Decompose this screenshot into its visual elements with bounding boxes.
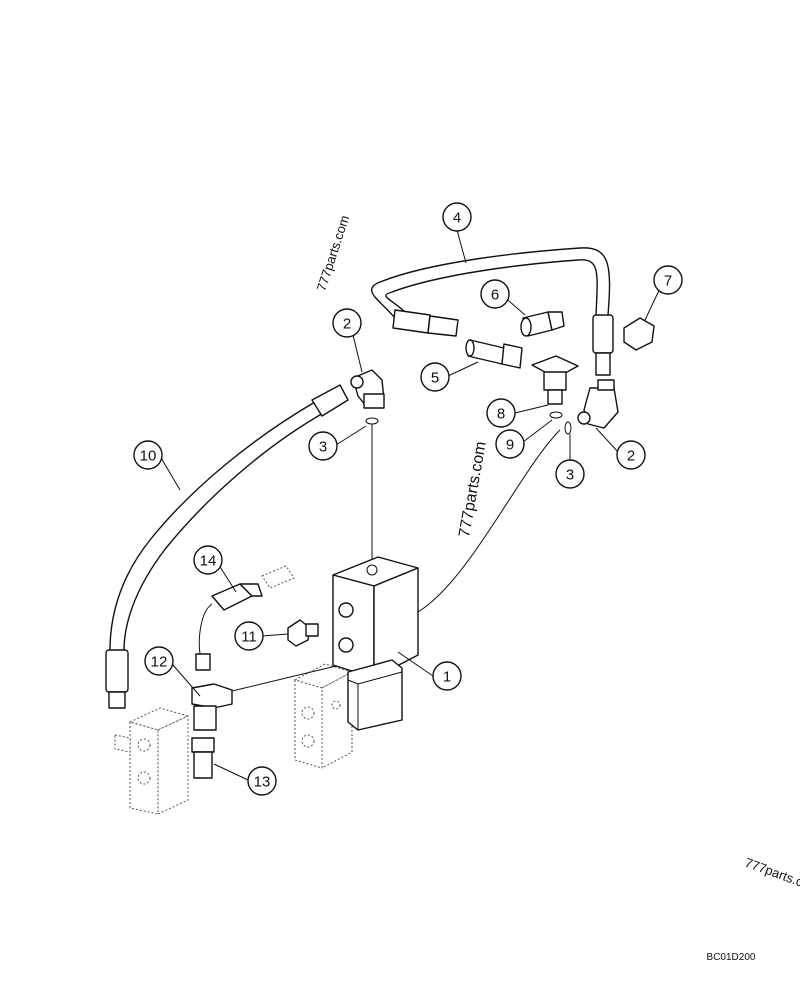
o-ring-9 [549,411,563,419]
valve-block [332,556,419,731]
callout-2-left: 2 [332,308,362,338]
elbow-fitting-2-left [350,369,385,409]
svg-text:13: 13 [254,774,271,791]
svg-text:3: 3 [566,467,574,484]
watermark-top: 777parts.com [314,213,353,293]
svg-text:11: 11 [241,629,257,646]
callout-14: 14 [193,545,223,575]
adapter-6 [520,311,565,337]
svg-text:5: 5 [431,370,439,387]
o-ring-3-right [564,421,572,435]
svg-text:10: 10 [140,448,157,465]
svg-text:3: 3 [319,439,327,456]
callout-4: 4 [442,202,472,232]
watermark-bottom-right: 777parts.com [743,855,800,896]
svg-text:2: 2 [627,448,635,465]
pressure-switch-14 [198,565,295,655]
svg-text:9: 9 [506,437,514,454]
reference-block-left [114,707,190,815]
drain-line [417,429,561,613]
callout-3-left: 3 [308,431,338,461]
callout-13: 13 [247,766,277,796]
hose-assembly-10 [105,384,349,709]
callout-3-right: 3 [555,459,585,489]
callout-12: 12 [144,646,174,676]
figure-code: BC01D200 [707,952,756,963]
watermark-center: 777parts.com [456,440,490,538]
callout-2-right: 2 [616,440,646,470]
plug-11 [287,619,319,647]
reference-block-center [293,663,354,769]
callout-6: 6 [480,279,510,309]
svg-text:2: 2 [343,316,351,333]
svg-text:14: 14 [200,553,217,570]
svg-text:8: 8 [497,406,505,423]
svg-text:7: 7 [664,273,672,290]
callout-1: 1 [432,661,462,691]
elbow-fitting-2-right [577,379,619,429]
callout-7: 7 [653,265,683,295]
tee-fitting-8 [531,355,579,405]
o-ring-3-left [365,417,379,425]
cap-nut-7 [623,317,655,351]
callout-8: 8 [486,398,516,428]
callout-5: 5 [420,362,450,392]
svg-text:1: 1 [443,669,451,686]
callout-9: 9 [495,429,525,459]
svg-text:6: 6 [491,287,499,304]
tee-line [227,665,337,693]
callout-10: 10 [133,440,163,470]
svg-text:4: 4 [453,210,461,227]
fitting-5 [465,339,523,369]
callout-11: 11 [234,621,264,651]
hose-assembly-4 [370,247,614,376]
svg-text:12: 12 [151,654,168,671]
tee-12 [191,653,233,731]
connector-13 [191,737,215,779]
